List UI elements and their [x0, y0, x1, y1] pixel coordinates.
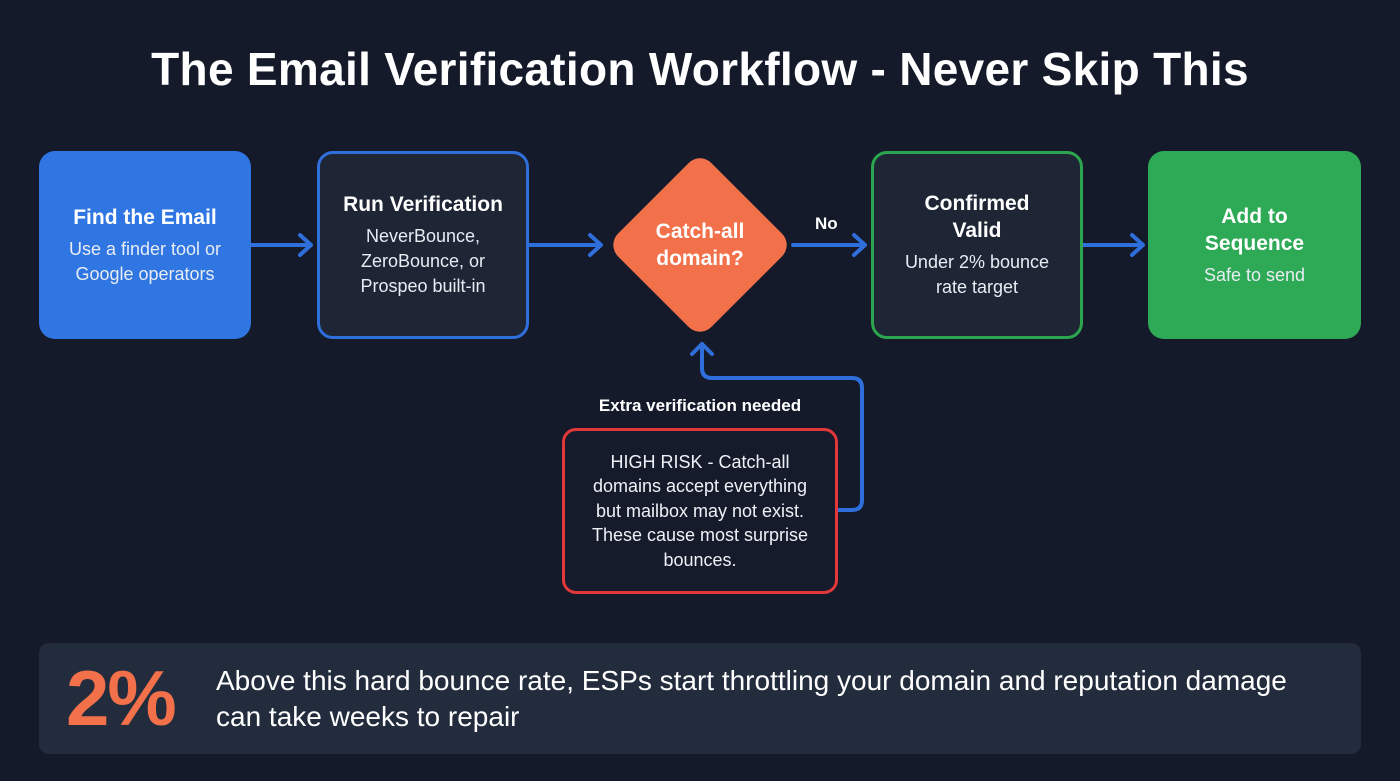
callout-stat: 2% — [66, 654, 177, 742]
decision-label: Catch-all domain? — [655, 220, 745, 270]
step-confirmed-valid: Confirmed Valid Under 2% bounce rate tar… — [871, 151, 1083, 339]
step-description: Under 2% bounce rate target — [904, 252, 1050, 297]
step-find-email: Find the Email Use a finder tool or Goog… — [39, 151, 251, 339]
step-heading: Add to Sequence — [1204, 204, 1305, 255]
step-description: NeverBounce, ZeroBounce, or Prospeo buil… — [360, 226, 486, 296]
step-heading: Find the Email — [73, 205, 217, 229]
branch-yes-label: Extra verification needed — [598, 396, 802, 415]
decision-catch-all: Catch-all domain? — [606, 151, 794, 339]
step-run-verification: Run Verification NeverBounce, ZeroBounce… — [317, 151, 529, 339]
bounce-rate-callout: 2% Above this hard bounce rate, ESPs sta… — [39, 643, 1361, 754]
step-description: Use a finder tool or Google operators — [68, 238, 222, 284]
step-description: Safe to send — [1203, 264, 1306, 285]
step-heading: Run Verification — [343, 193, 503, 216]
page-title: The Email Verification Workflow - Never … — [151, 43, 1249, 95]
step-add-to-sequence: Add to Sequence Safe to send — [1148, 151, 1361, 339]
step-heading: Confirmed Valid — [924, 192, 1030, 242]
high-risk-box: HIGH RISK - Catch-all domains accept eve… — [562, 428, 838, 594]
risk-text: HIGH RISK - Catch-all domains accept eve… — [591, 451, 809, 570]
branch-no-label: No — [815, 214, 838, 233]
callout-text: Above this hard bounce rate, ESPs start … — [216, 664, 1287, 732]
